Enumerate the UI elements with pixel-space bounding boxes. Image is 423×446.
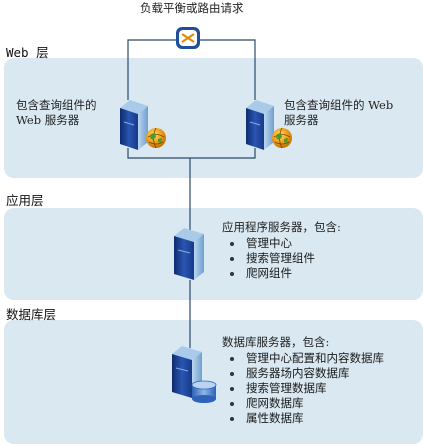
app-server-heading: 应用程序服务器，包含: [222,220,341,234]
web-left-server-text: 包含查询组件的 Web 服务器 [16,98,97,127]
server-tower-icon [172,346,202,398]
list-item: 服务器场内容数据库 [228,366,384,381]
connector-lines [127,39,256,348]
globe-icon [272,127,292,149]
db-server-components-list: 管理中心配置和内容数据库 服务器场内容数据库 搜索管理数据库 爬网数据库 属性数… [228,351,384,426]
globe-icon [146,127,166,149]
list-item: 属性数据库 [228,411,384,426]
load-balancer-label: 负载平衡或路由请求 [140,1,244,15]
server-tower-icon [120,100,148,150]
web-tier-label: Web 层 [6,45,49,60]
web-right-server-text: 包含查询组件的 Web 服务器 [284,98,394,127]
list-item: 搜索管理组件 [228,251,315,266]
app-server-components-list: 管理中心 搜索管理组件 爬网组件 [228,236,315,281]
lb-to-web-right [188,39,256,100]
app-tier-band [4,208,423,300]
list-item: 爬网数据库 [228,396,384,411]
database-cylinder-icon [191,380,217,403]
web-left-loop [127,148,256,159]
server-tower-icon [174,228,204,280]
list-item: 搜索管理数据库 [228,381,384,396]
db-tier-label: 数据库层 [6,307,57,322]
list-item: 管理中心配置和内容数据库 [228,351,384,366]
app-tier-label: 应用层 [6,193,44,208]
list-item: 爬网组件 [228,266,315,281]
server-tower-icon [246,100,274,150]
load-balancer-icon [176,27,200,49]
db-tier-band [4,320,423,444]
lb-to-web-left [127,39,186,100]
list-item: 管理中心 [228,236,315,251]
db-server-heading: 数据库服务器，包含: [222,335,330,349]
